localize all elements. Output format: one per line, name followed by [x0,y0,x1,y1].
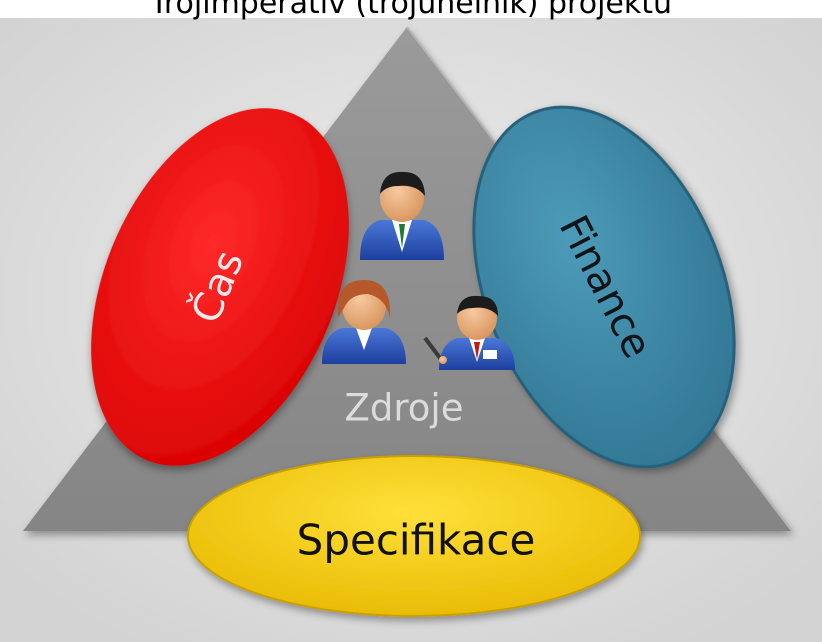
finance-ellipse [472,105,736,469]
header-title-fragment: Trojimperativ (trojúhelník) projektu [149,0,673,21]
specification-ellipse [187,455,641,617]
resources-label: Zdroje [344,386,464,430]
time-ellipse [91,108,349,466]
person-icon [423,295,515,370]
person-icon [360,171,444,260]
specification-label: Specifikace [296,515,536,565]
person-icon [322,280,406,364]
